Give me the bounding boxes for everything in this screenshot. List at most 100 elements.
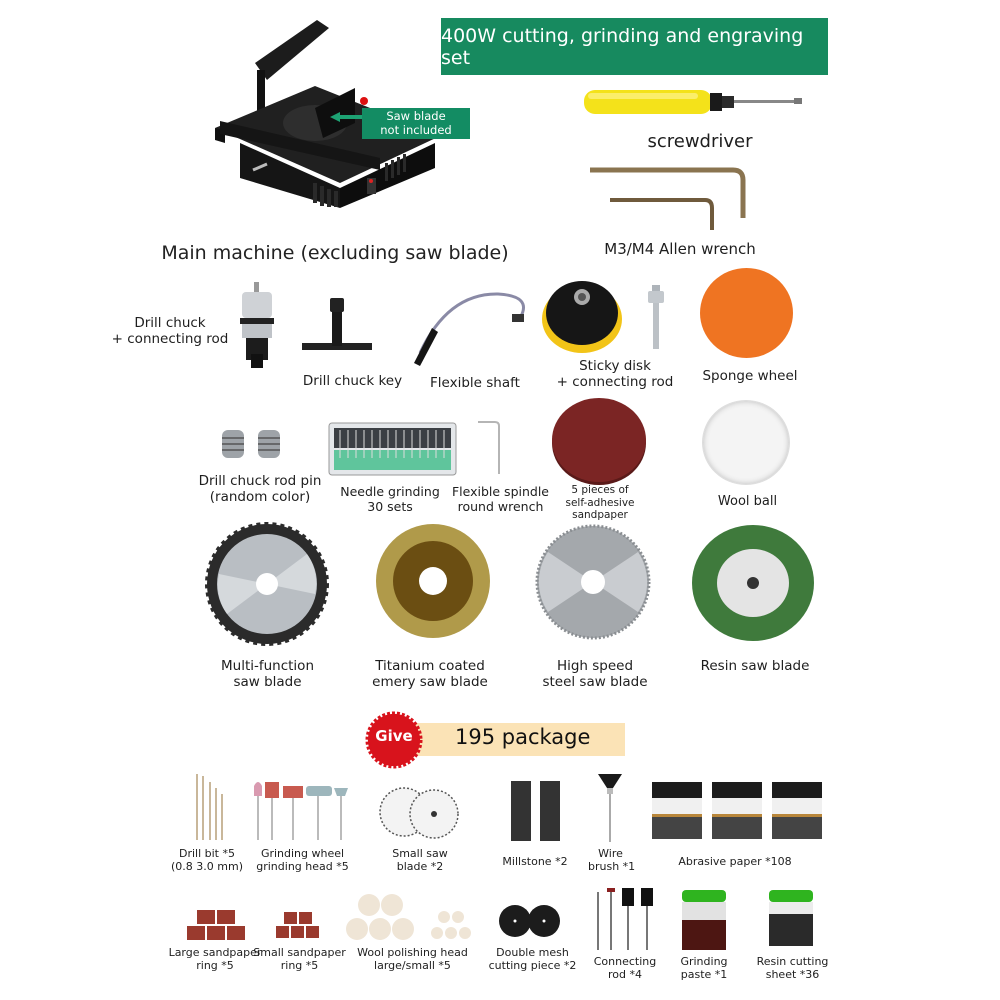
wool-ball-label: Wool ball [717, 494, 778, 509]
large-sandpaper-ring-label: Large sandpaper ring *5 [160, 946, 270, 972]
connecting-rods-image [597, 888, 653, 950]
drill-chuck-rod-pin-label: Drill chuck rod pin (random color) [190, 473, 330, 505]
millstone-image [511, 781, 531, 841]
drill-chuck-key-image [302, 298, 372, 350]
label-line: Large sandpaper [168, 946, 262, 959]
titanium-emery-saw-blade-label: Titanium coated emery saw blade [360, 658, 500, 690]
label-line: Drill chuck [134, 315, 206, 331]
drill-chuck-label: Drill chuck + connecting rod [105, 315, 235, 347]
needle-grinding-set-image [328, 422, 457, 476]
label-line: sandpaper [572, 509, 628, 521]
callout-arrow-icon [330, 112, 366, 122]
high-speed-steel-saw-blade-label: High speed steel saw blade [530, 658, 660, 690]
grinding-paste-image [682, 890, 726, 950]
drill-bit-label: Drill bit *5 (0.8 3.0 mm) [162, 847, 252, 873]
small-sandpaper-rings-image [276, 912, 319, 938]
allen-wrench-label: M3/M4 Allen wrench [604, 240, 756, 258]
screwdriver-label: screwdriver [647, 131, 753, 152]
saw-blade-not-included-callout: Saw blade not included [362, 108, 470, 139]
label-line: ring *5 [280, 959, 319, 973]
sticky-disk-label: Sticky disk + connecting rod [545, 358, 685, 390]
small-saw-blade-label: Small saw blade *2 [380, 847, 460, 873]
main-machine-label: Main machine (excluding saw blade) [161, 242, 509, 264]
wire-brush-label: Wire brush *1 [588, 847, 636, 874]
millstone-label: Millstone *2 [502, 855, 568, 868]
label-line: rod *4 [608, 968, 642, 982]
resin-cutting-sheet-image [769, 890, 813, 946]
flexible-shaft-label: Flexible shaft [430, 375, 520, 391]
label-line: sheet *36 [765, 968, 820, 982]
label-line: Flexible spindle [451, 484, 549, 499]
abrasive-paper-cans-image [652, 782, 822, 839]
allen-wrench-image [590, 167, 746, 230]
abrasive-paper-label: Abrasive paper *108 [678, 855, 792, 868]
resin-saw-blade-label: Resin saw blade [700, 658, 810, 674]
wool-polishing-heads-image [346, 894, 471, 940]
screwdriver-image [584, 90, 802, 114]
callout-line-1: Saw blade [386, 109, 446, 123]
label-line: Sticky disk [579, 358, 651, 374]
label-line: blade *2 [396, 860, 444, 874]
sticky-disk-image [542, 281, 664, 353]
table-saw-machine-image [215, 20, 440, 208]
double-mesh-cutting-pieces-image [499, 905, 560, 937]
label-line: Double mesh [496, 946, 569, 959]
sponge-wheel-image [700, 268, 793, 358]
label-line: Grinding wheel [260, 847, 345, 860]
set-title-banner: 400W cutting, grinding and engraving set [441, 18, 828, 75]
label-line: + connecting rod [111, 331, 229, 348]
label-line: Multi-function [220, 658, 315, 674]
self-adhesive-sandpaper-label: 5 pieces of self-adhesive sandpaper [560, 484, 640, 522]
small-sandpaper-ring-label: Small sandpaper ring *5 [252, 946, 347, 972]
label-line: Small saw [392, 847, 448, 860]
label-line: Resin cutting [756, 955, 829, 968]
label-line: steel saw blade [542, 674, 648, 691]
label-line: Grinding [680, 955, 728, 968]
label-line: (0.8 3.0 mm) [171, 860, 243, 874]
label-line: 5 pieces of [571, 484, 629, 496]
large-sandpaper-rings-image [187, 910, 245, 940]
sponge-wheel-label: Sponge wheel [702, 368, 798, 384]
small-saw-blades-image [379, 787, 459, 839]
give-badge-label: Give [375, 727, 413, 745]
callout-line-2: not included [380, 123, 452, 137]
label-line: saw blade [233, 674, 302, 691]
drill-bits-image [196, 774, 223, 840]
wool-polishing-head-label: Wool polishing head large/small *5 [350, 946, 475, 972]
needle-grinding-label: Needle grinding 30 sets [330, 484, 450, 514]
wire-brush-image [598, 774, 622, 842]
label-line: High speed [556, 658, 634, 674]
drill-chuck-key-label: Drill chuck key [302, 373, 403, 389]
label-line: large/small *5 [374, 959, 451, 973]
drill-chuck-rod-pin-image [222, 430, 280, 458]
multi-function-saw-blade-image [205, 522, 329, 646]
label-line: self-adhesive [565, 496, 635, 509]
round-wrench-label: Flexible spindle round wrench [448, 484, 553, 514]
sandpaper-disc-image [552, 398, 646, 482]
bonus-package-title: 195 package [455, 725, 591, 749]
label-line: Needle grinding [340, 484, 440, 499]
label-line: Wool polishing head [357, 946, 468, 959]
label-line: grinding head *5 [256, 860, 349, 874]
set-title: 400W cutting, grinding and engraving set [441, 24, 804, 69]
label-line: cutting piece *2 [488, 959, 577, 973]
label-line: round wrench [457, 499, 544, 514]
grinding-paste-label: Grinding paste *1 [668, 955, 740, 981]
flexible-shaft-image [414, 292, 525, 366]
grinding-wheel-label: Grinding wheel grinding head *5 [250, 847, 355, 873]
label-line: Small sandpaper [253, 946, 346, 959]
high-speed-steel-saw-blade-image [535, 524, 651, 640]
multi-function-saw-blade-label: Multi-function saw blade [200, 658, 335, 690]
millstone-image [540, 781, 560, 841]
label-line: ring *5 [196, 959, 234, 973]
wool-ball-image [702, 400, 790, 485]
label-line: 30 sets [367, 499, 413, 514]
label-line: Drill bit *5 [178, 847, 235, 860]
connecting-rod-label: Connecting rod *4 [585, 955, 665, 981]
double-mesh-cutting-piece-label: Double mesh cutting piece *2 [485, 946, 580, 972]
label-line: brush *1 [588, 860, 636, 874]
label-line: Wire [598, 847, 623, 860]
drill-chuck-image [240, 282, 274, 368]
grinding-heads-image [254, 782, 348, 840]
resin-saw-blade-image [692, 525, 814, 641]
